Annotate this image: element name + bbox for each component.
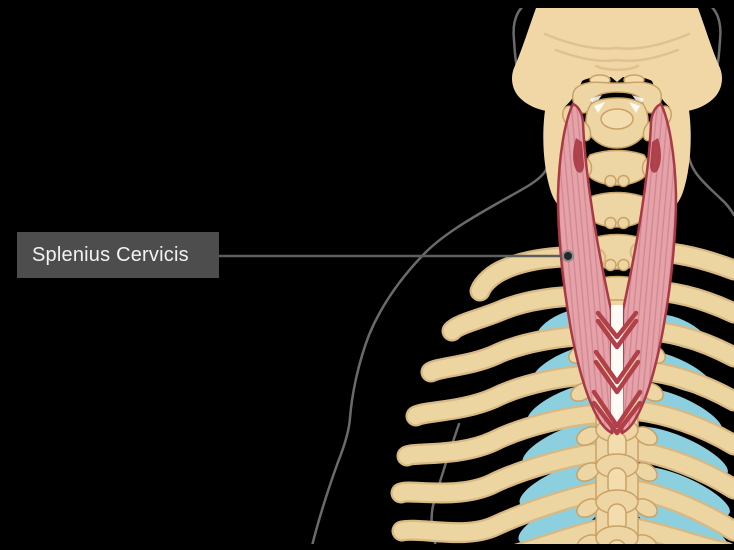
splenius-cervicis-right-muscle[interactable]: [620, 102, 678, 435]
muscle-label-text: Splenius Cervicis: [32, 243, 189, 266]
thoracic-spine: [568, 299, 666, 550]
rib-cage: [390, 241, 734, 550]
splenius-cervicis-left-muscle[interactable]: [556, 102, 614, 435]
thoracic-vertebra: [576, 489, 658, 533]
nuchal-line-center: [594, 64, 640, 71]
nuchal-line-lower: [554, 48, 680, 63]
muscle-cut-stub-left: [573, 138, 584, 173]
bottom-bar: [0, 544, 734, 550]
muscle-cut-stub-right: [650, 138, 661, 173]
nuchal-line-upper: [543, 32, 691, 50]
ribs-right: [619, 241, 734, 550]
vertebra-c3: [579, 149, 655, 188]
top-bar: [0, 0, 734, 8]
ribs-left: [390, 246, 621, 550]
supraspinous-ligament: [611, 305, 623, 431]
pointer: [219, 250, 574, 262]
muscle-label[interactable]: Splenius Cervicis: [17, 232, 219, 278]
spinous-chevrons: [591, 305, 643, 436]
pointer-dot: [562, 250, 574, 262]
thoracic-vertebra: [576, 453, 658, 497]
